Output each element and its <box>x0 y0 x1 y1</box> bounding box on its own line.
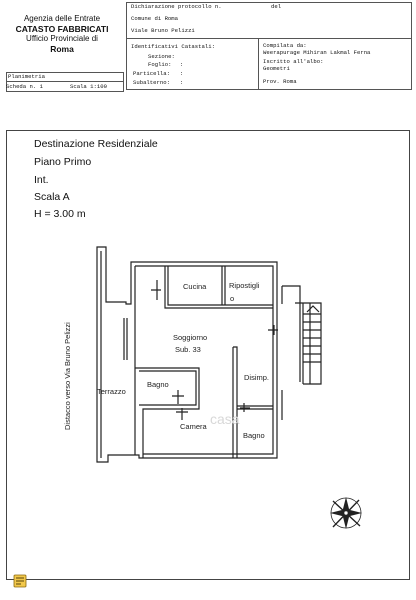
office-city: Roma <box>50 44 74 54</box>
altezza-text: H = 3.00 m <box>34 208 86 220</box>
room-ripostiglio-line1: Ripostigli <box>229 281 260 290</box>
bagno-wall <box>135 367 200 458</box>
interno-text: Int. <box>34 174 49 186</box>
prov-label: Prov. Roma <box>263 78 297 85</box>
stair-outline <box>281 285 322 385</box>
particella-label: Particella: <box>133 70 170 77</box>
room-camera: Camera <box>180 422 208 431</box>
office-label: Ufficio Provinciale di <box>26 34 98 43</box>
compilata-value: Weerapurage Mihiran Lakmal Ferna <box>263 49 371 56</box>
identificativi-label: Identificativi Catastali: <box>131 43 215 50</box>
protocol-date-label: del <box>271 3 282 10</box>
room-sub: Sub. 33 <box>175 345 201 354</box>
scheda-label: Scheda n. 1 <box>6 83 43 90</box>
catasto-title: CATASTO FABBRICATI <box>15 24 109 34</box>
disimpegno-wall <box>233 346 238 458</box>
subalterno-label: Subalterno: <box>133 79 170 86</box>
iscritto-label: Iscritto all'albo: <box>263 58 324 65</box>
sezione-label: Sezione: <box>148 53 175 60</box>
destinazione-text: Destinazione Residenziale <box>34 138 158 150</box>
iscritto-value: Geometri <box>263 65 290 72</box>
scala-label: Scala 1:100 <box>70 83 107 90</box>
room-disimpegno: Disimp. <box>244 373 269 382</box>
room-terrazzo: Terrazzo <box>97 387 126 396</box>
piano-text: Piano Primo <box>34 156 92 168</box>
foglio-label: Foglio: <box>148 61 172 68</box>
planimetria-box <box>6 72 124 92</box>
plan-frame <box>6 130 410 580</box>
stair-steps <box>303 313 321 363</box>
room-soggiorno: Soggiorno <box>173 333 207 342</box>
foglio-value: : <box>180 61 184 68</box>
room-bagno-2: Bagno <box>243 431 265 440</box>
room-ripostiglio-line2: o <box>230 294 234 303</box>
protocol-label: Dichiarazione protocollo n. <box>131 3 222 10</box>
document-note-icon[interactable] <box>13 574 27 588</box>
room-cucina: Cucina <box>183 282 207 291</box>
compilata-label: Compilata da: <box>263 42 307 49</box>
agency-header: Agenzia delle Entrate CATASTO FABBRICATI… <box>6 14 118 54</box>
particella-value: : <box>180 70 184 77</box>
kitchen-wall <box>164 266 273 309</box>
address-label: Viale Bruno Pelizzi <box>131 27 195 34</box>
comune-label: Comune di Roma <box>131 15 178 22</box>
planimetria-title: Planimetria <box>8 73 45 80</box>
compass-rose-icon <box>330 497 362 529</box>
header-box <box>126 2 412 90</box>
subalterno-value: : <box>180 79 184 86</box>
room-bagno-1: Bagno <box>147 380 169 389</box>
agency-name: Agenzia delle Entrate <box>23 14 101 23</box>
watermark-text: casa <box>210 411 240 427</box>
scala-text: Scala A <box>34 191 70 203</box>
outer-wall <box>96 246 278 463</box>
street-label: Distacco verso Via Bruno Pelizzi <box>63 322 72 430</box>
stair-arrow <box>306 305 320 313</box>
